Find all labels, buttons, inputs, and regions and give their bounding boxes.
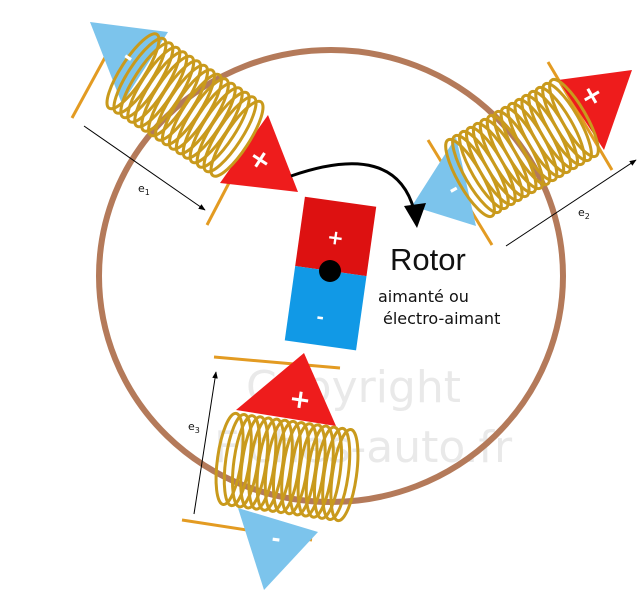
rotor-magnet: + -	[284, 196, 377, 351]
coil-3-minus-sign: -	[270, 526, 283, 552]
coil-3-plus-sign: +	[287, 384, 313, 417]
rotation-arrow-head	[404, 203, 426, 228]
rotation-arrow	[290, 162, 426, 228]
coil-1-emf-arrow	[83, 125, 206, 211]
coil-2-emf-arrow	[505, 159, 637, 247]
coil-1-north-pole	[220, 115, 298, 192]
coil-turn	[321, 426, 352, 521]
coil-3-lead-top	[213, 355, 341, 370]
coil-2-emf-label: e2	[578, 206, 590, 221]
coil-2-winding	[444, 77, 600, 219]
rotor-title: Rotor	[390, 242, 466, 277]
watermark: Copyright Fiches-auto.fr	[214, 362, 513, 473]
coil-turn	[548, 77, 600, 159]
coil-1: - + e1	[70, 22, 298, 226]
coil-3: + - e3	[181, 353, 360, 590]
coil-3-emf-label: e3	[188, 420, 200, 435]
rotor-description-line2: électro-aimant	[383, 309, 500, 328]
coil-3-emf-arrow	[193, 371, 218, 515]
coil-turn	[202, 95, 258, 174]
rotor-minus-sign: -	[315, 307, 325, 329]
coil-2-north-pole	[558, 70, 632, 150]
rotor-description-line1: aimanté ou	[378, 287, 469, 306]
coil-turn	[541, 81, 593, 163]
coil-turn	[312, 425, 343, 520]
rotation-arrow-curve	[290, 162, 416, 211]
coil-1-south-pole	[90, 22, 168, 104]
rotor-plus-sign: +	[326, 224, 346, 250]
coil-1-winding	[105, 32, 265, 178]
coil-turn	[534, 85, 586, 167]
rotor-south-half	[284, 266, 367, 351]
coil-turn	[195, 90, 251, 169]
coil-3-north-pole	[236, 353, 336, 426]
coil-3-winding	[214, 411, 360, 523]
coil-1-lead-top	[70, 51, 110, 119]
coil-2: - + e2	[412, 61, 637, 247]
coil-3-south-pole	[238, 508, 318, 590]
coil-1-emf-label: e1	[138, 182, 150, 197]
coil-turn	[329, 427, 360, 523]
coil-2-south-pole	[412, 137, 476, 226]
rotor-shaft	[319, 260, 341, 282]
rotor-north-half	[295, 196, 377, 277]
